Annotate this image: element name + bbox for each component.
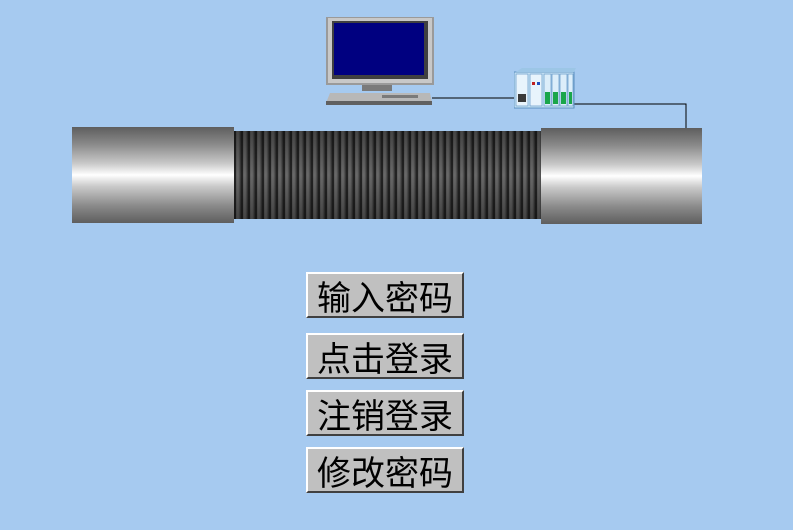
enter-password-button[interactable]: 输入密码 <box>306 272 464 319</box>
pipe-right-segment <box>541 128 702 224</box>
logout-button[interactable]: 注销登录 <box>306 390 464 437</box>
computer-monitor-icon <box>326 17 434 105</box>
plc-module-icon <box>514 68 576 109</box>
change-password-button[interactable]: 修改密码 <box>306 447 464 494</box>
pipe-left-segment <box>72 127 234 223</box>
pipe-bellows-joint <box>234 131 541 219</box>
login-button[interactable]: 点击登录 <box>306 333 464 380</box>
network-cables <box>432 97 687 130</box>
